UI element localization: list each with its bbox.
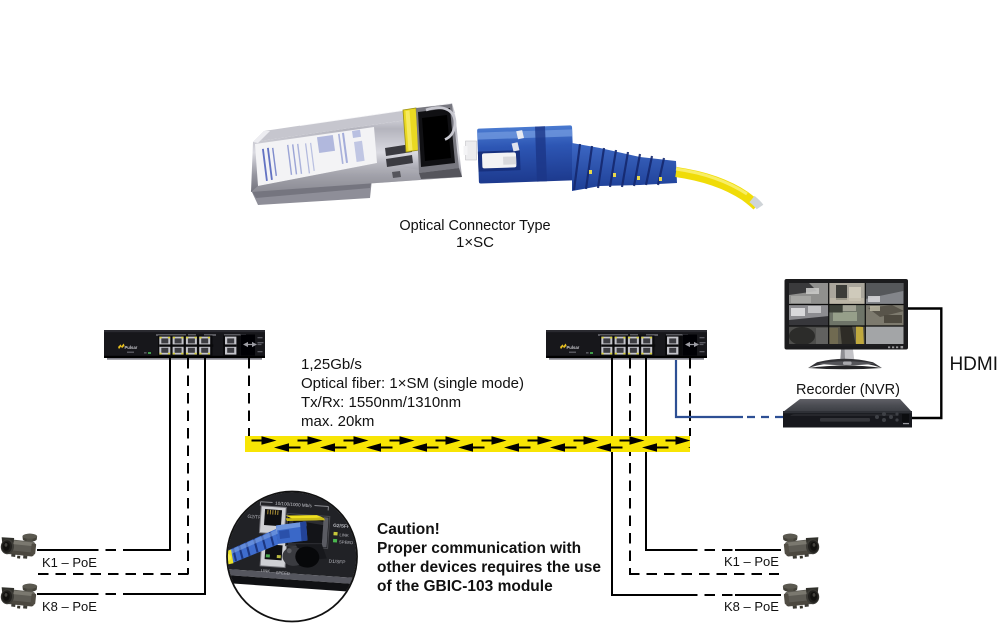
svg-text:D1/SFP: D1/SFP: [328, 559, 345, 566]
svg-text:max. 20km: max. 20km: [301, 413, 374, 430]
svg-text:Optical fiber: 1×SM (single mo: Optical fiber: 1×SM (single mode): [301, 375, 524, 392]
svg-text:HDMI: HDMI: [949, 354, 998, 375]
svg-text:SPEED: SPEED: [276, 570, 291, 576]
svg-text:Tx/Rx: 1550nm/1310nm: Tx/Rx: 1550nm/1310nm: [301, 394, 461, 411]
svg-text:K8 – PoE: K8 – PoE: [42, 599, 97, 614]
svg-text:10/100/1000 Mb/s: 10/100/1000 Mb/s: [275, 501, 313, 509]
svg-text:Proper communication with: Proper communication with: [377, 540, 581, 557]
svg-text:Recorder (NVR): Recorder (NVR): [796, 382, 900, 398]
svg-text:other devices requires the use: other devices requires the use: [377, 559, 601, 576]
svg-text:G2/TP: G2/TP: [247, 514, 261, 521]
svg-text:K1 – PoE: K1 – PoE: [42, 555, 97, 570]
svg-text:SPEED: SPEED: [339, 539, 354, 545]
svg-text:G2/SFP: G2/SFP: [333, 523, 351, 530]
svg-text:of the GBIC-103 module: of the GBIC-103 module: [377, 578, 553, 595]
svg-text:K8 – PoE: K8 – PoE: [724, 599, 779, 614]
svg-text:Optical Connector Type: Optical Connector Type: [399, 218, 550, 234]
svg-text:LINK: LINK: [261, 568, 271, 574]
svg-text:LINK: LINK: [339, 532, 349, 538]
svg-text:K1 – PoE: K1 – PoE: [724, 554, 779, 569]
svg-text:1,25Gb/s: 1,25Gb/s: [301, 356, 362, 373]
svg-text:Caution!: Caution!: [377, 521, 440, 538]
svg-text:1×SC: 1×SC: [456, 234, 494, 251]
